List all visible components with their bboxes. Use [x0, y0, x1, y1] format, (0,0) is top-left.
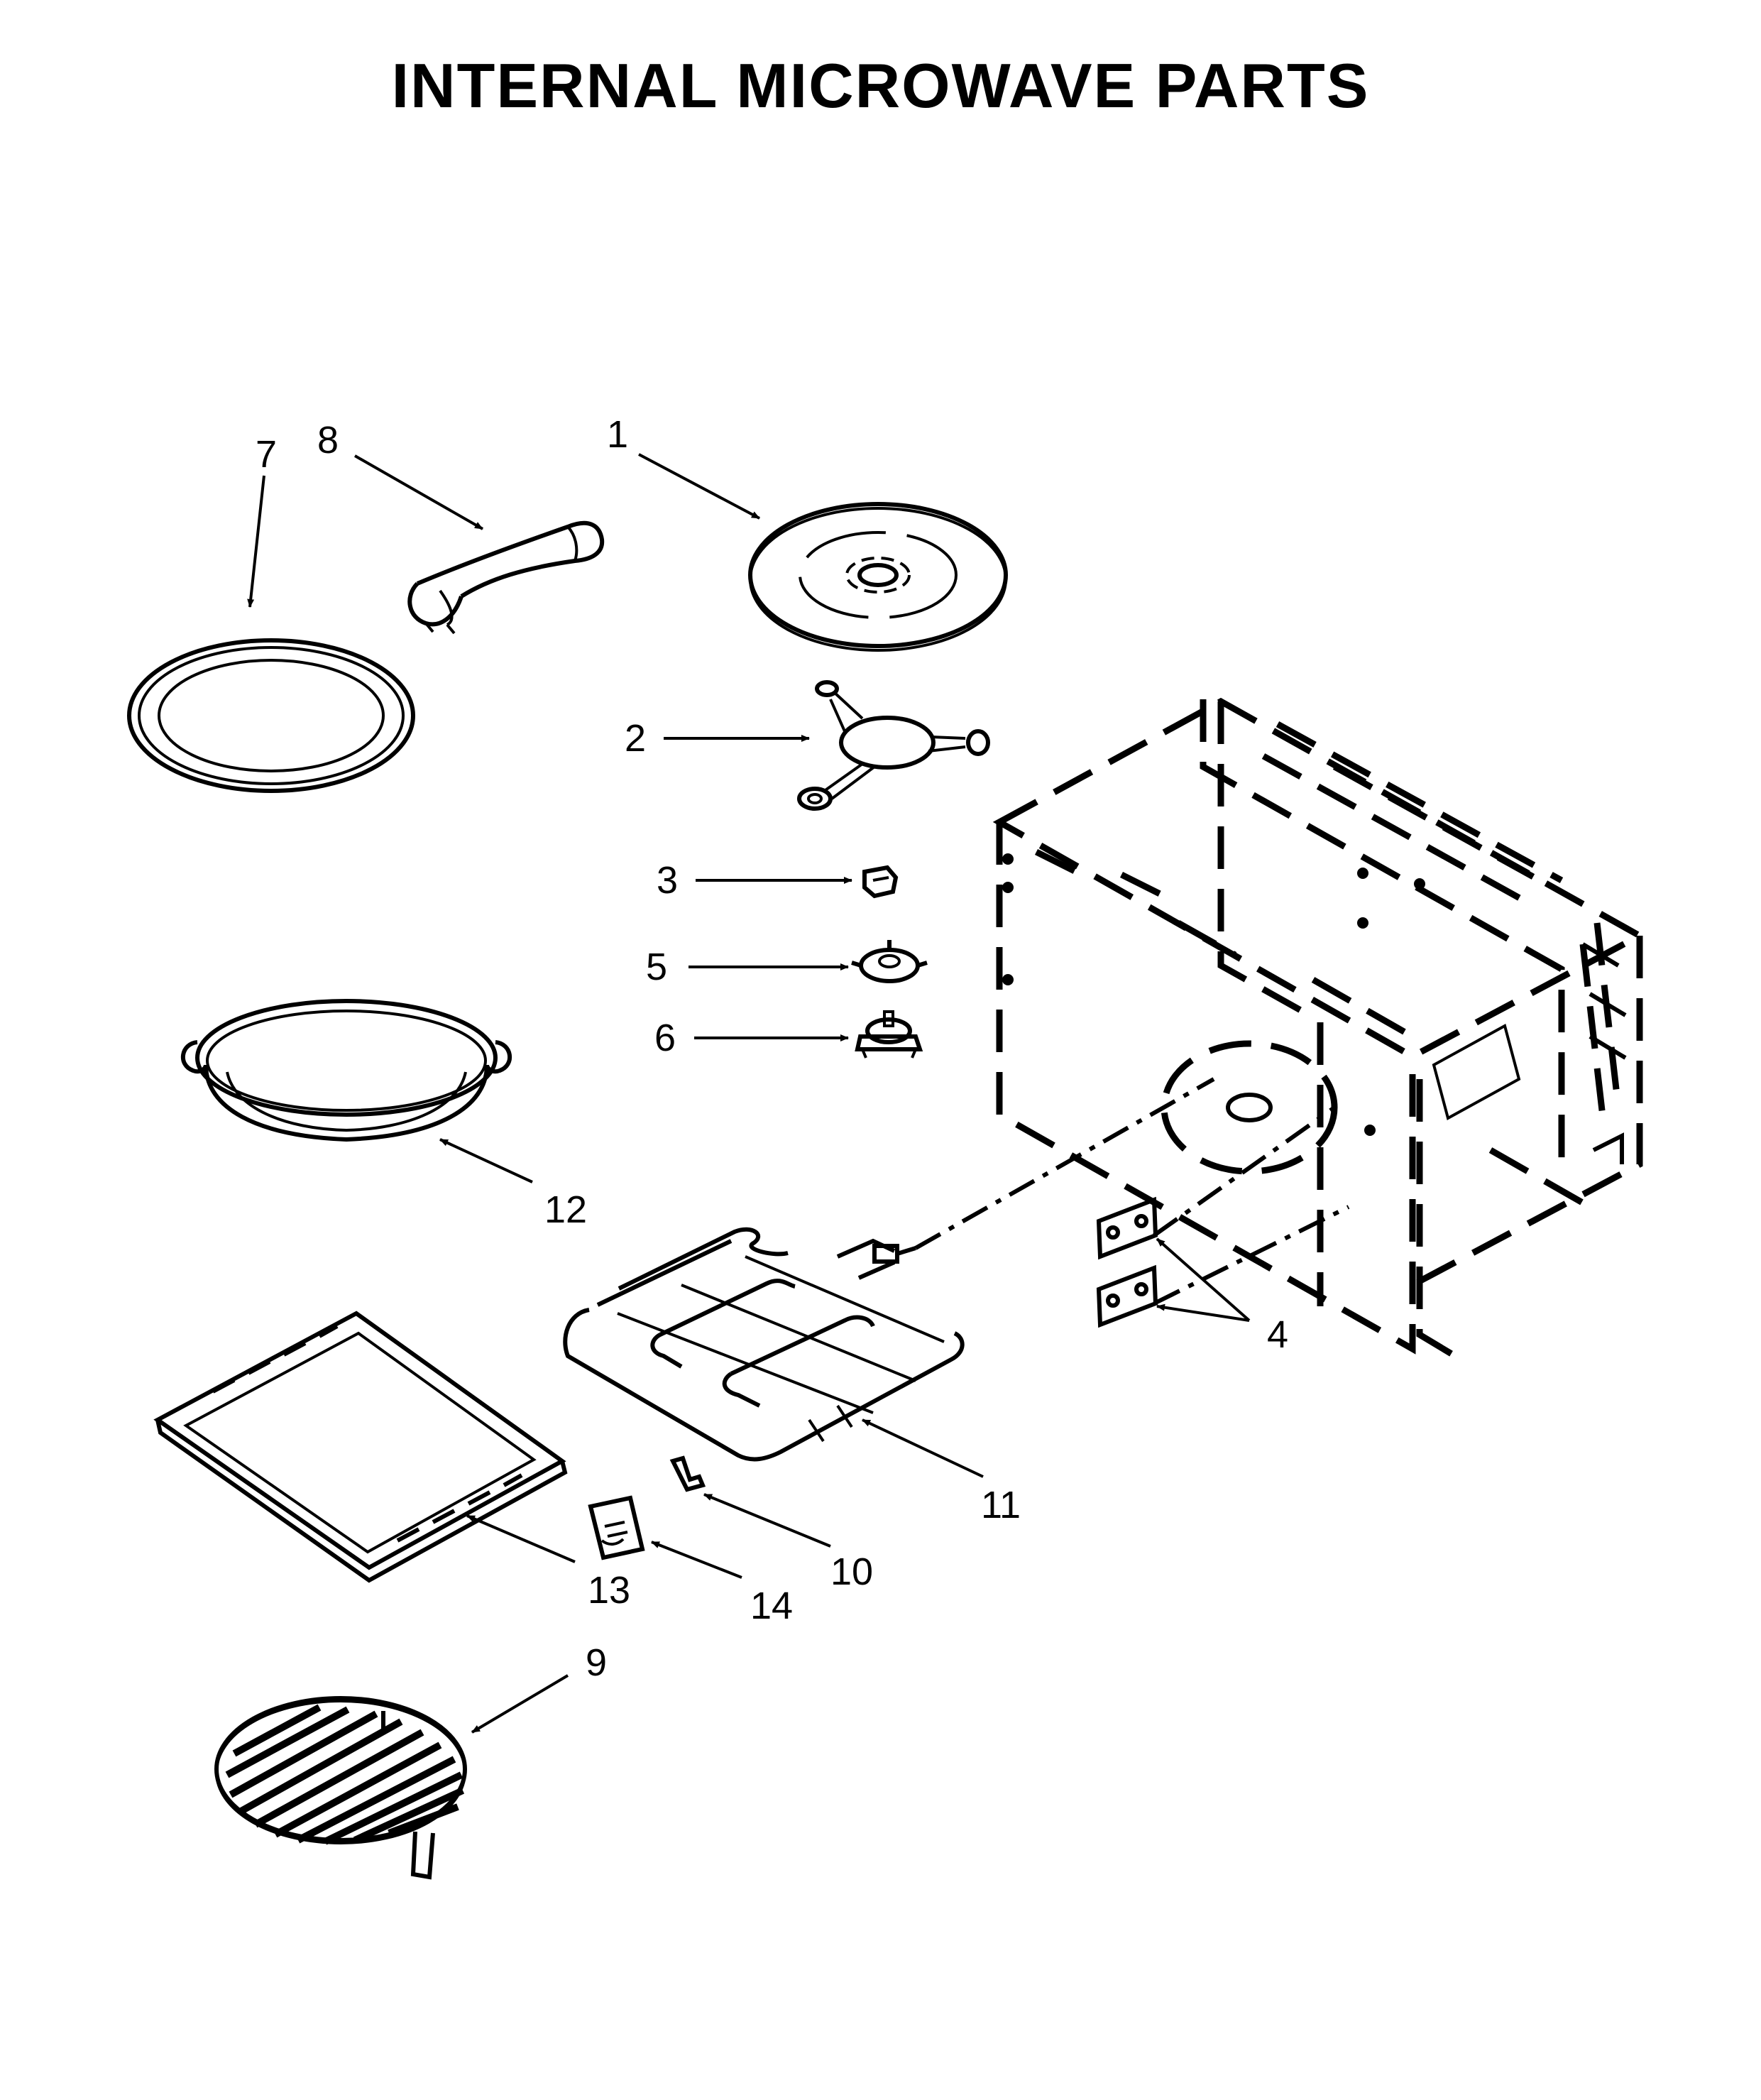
- arrow-9: [471, 1674, 569, 1734]
- assembly-leader-lines: [914, 1077, 1350, 1306]
- part-9-grill-rack: [214, 1696, 467, 1880]
- part-6-turntable-motor: [855, 1010, 923, 1059]
- part-5-coupler: [851, 940, 928, 983]
- callout-13: 13: [588, 1569, 630, 1612]
- arrow-13: [466, 1514, 576, 1563]
- callout-14: 14: [750, 1585, 793, 1627]
- part-8-pan-handle: [407, 520, 605, 635]
- arrow-8: [354, 454, 483, 530]
- callout-6: 6: [654, 1017, 676, 1059]
- arrow-7: [247, 475, 265, 608]
- page-title: INTERNAL MICROWAVE PARTS: [391, 50, 1370, 121]
- arrow-10: [703, 1493, 831, 1548]
- part-4-insulators: [1096, 1196, 1158, 1328]
- part-13-baking-tray: [153, 1311, 568, 1583]
- part-12-glass-dish: [180, 999, 512, 1142]
- part-11-grill-element: [563, 1227, 965, 1462]
- callout-11: 11: [981, 1484, 1021, 1526]
- callout-5: 5: [646, 946, 667, 988]
- callout-7: 7: [256, 433, 277, 476]
- part-3-bracket: [862, 865, 899, 899]
- arrow-11: [862, 1418, 984, 1478]
- arrow-4b: [1156, 1303, 1250, 1322]
- callout-10: 10: [830, 1551, 873, 1593]
- callout-labels: 1 2 3 4 5 6 7 8 9 10 11 12 13 14: [256, 413, 1288, 1684]
- callout-3: 3: [657, 859, 678, 902]
- arrow-12: [439, 1138, 533, 1183]
- part-2-roller-support: [797, 680, 990, 811]
- arrow-1: [638, 453, 760, 520]
- callout-1: 1: [607, 413, 628, 456]
- part-7-crisper-pan: [127, 638, 415, 793]
- oven-cavity-outline: [992, 697, 1647, 1359]
- callout-8: 8: [317, 419, 339, 461]
- callout-12: 12: [544, 1188, 587, 1231]
- callout-9: 9: [586, 1641, 607, 1684]
- callout-2: 2: [625, 717, 646, 760]
- callout-4: 4: [1267, 1313, 1288, 1356]
- part-10-clip: [669, 1455, 706, 1492]
- part-14-label: [588, 1495, 645, 1560]
- callout-arrows: [247, 453, 1251, 1734]
- arrow-4a: [1156, 1237, 1251, 1322]
- arrow-14: [651, 1541, 742, 1579]
- part-1-turntable-tray: [748, 502, 1008, 652]
